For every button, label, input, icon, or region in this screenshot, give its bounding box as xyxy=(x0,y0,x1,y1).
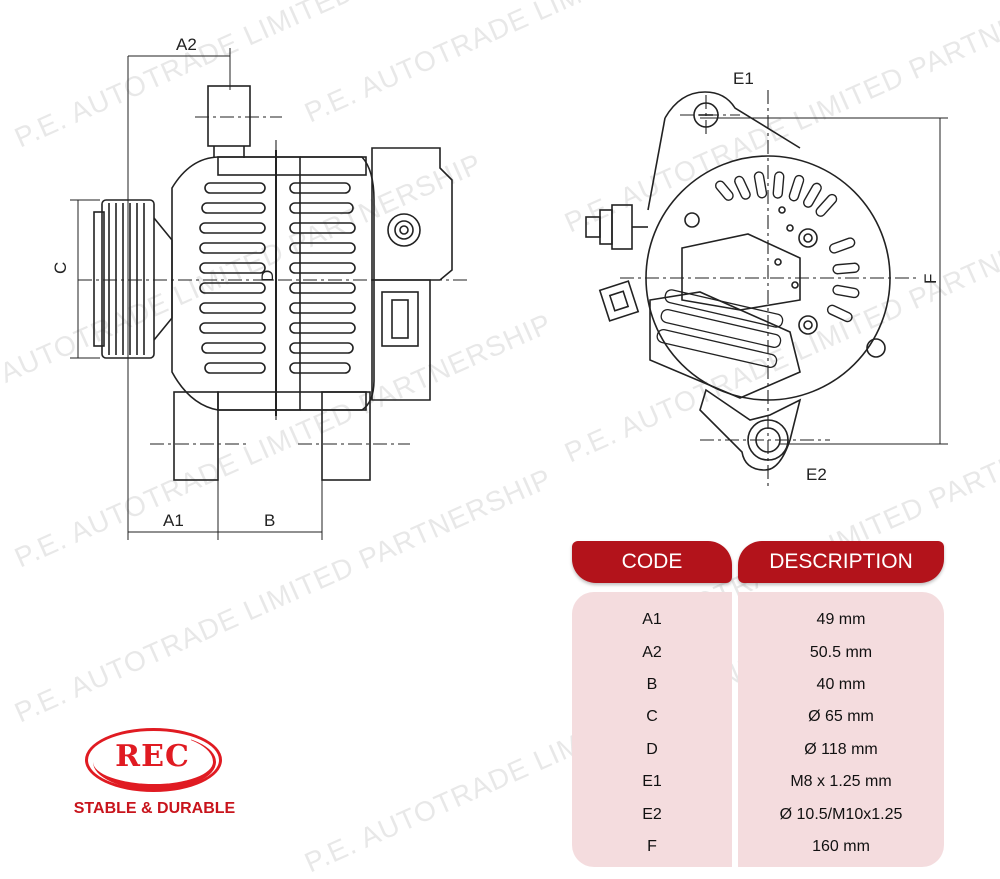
bottom-mount-ear-front xyxy=(173,391,219,481)
logo-ring xyxy=(85,728,222,792)
rear-housing xyxy=(300,156,375,411)
label-c: C xyxy=(51,262,70,274)
bolt-upper xyxy=(798,228,818,248)
code-list: A1 A2 B C D E1 E2 F xyxy=(572,604,732,863)
description-cell: 50.5 mm xyxy=(809,643,873,661)
code-header: CODE xyxy=(572,541,732,583)
description-cell: 40 mm xyxy=(816,675,866,693)
stud-terminal xyxy=(585,204,648,250)
label-a2: A2 xyxy=(176,35,197,54)
description-cell: M8 x 1.25 mm xyxy=(790,773,892,791)
description-cell: 49 mm xyxy=(816,611,866,629)
side-view xyxy=(70,48,470,540)
description-cell: Ø 118 mm xyxy=(804,740,878,758)
regulator xyxy=(681,233,801,311)
end-vents xyxy=(715,171,860,323)
end-view xyxy=(585,90,948,490)
code-cell: B xyxy=(646,675,658,693)
code-cell: A2 xyxy=(642,643,662,661)
code-cell: D xyxy=(646,740,658,758)
description-column-bg xyxy=(738,592,944,867)
code-cell: F xyxy=(647,837,657,855)
code-cell: E2 xyxy=(642,805,662,823)
description-cell: 160 mm xyxy=(812,837,870,855)
bottom-mount-ear-rear xyxy=(321,391,371,481)
label-d: D xyxy=(258,270,277,282)
label-f: F xyxy=(921,274,940,284)
code-cell: A1 xyxy=(642,611,662,629)
rectifier xyxy=(649,291,801,399)
bolt-lower xyxy=(798,315,818,335)
label-e1: E1 xyxy=(733,69,754,88)
logo-text: REC xyxy=(115,739,190,774)
top-bracket xyxy=(664,91,801,149)
b-terminal xyxy=(387,213,421,247)
label-e2: E2 xyxy=(806,465,827,484)
code-cell: E1 xyxy=(642,773,662,791)
description-header: DESCRIPTION xyxy=(738,541,944,583)
label-b: B xyxy=(264,511,275,530)
description-cell: Ø 10.5/M10x1.25 xyxy=(779,805,903,823)
rec-logo: REC xyxy=(85,728,222,792)
code-cell: C xyxy=(646,708,658,726)
end-plug xyxy=(598,280,640,322)
top-mount-ear xyxy=(207,85,251,147)
description-cell: Ø 65 mm xyxy=(808,708,874,726)
logo-tagline: STABLE & DURABLE xyxy=(73,800,236,817)
logo-swoosh xyxy=(93,734,216,790)
label-a1: A1 xyxy=(163,511,184,530)
plug-connector xyxy=(381,291,419,347)
code-column-bg xyxy=(572,592,732,867)
rear-cover xyxy=(371,147,453,281)
lower-bracket xyxy=(699,388,802,471)
pulley xyxy=(93,199,173,359)
vent-slots xyxy=(199,182,356,374)
description-list: 49 mm 50.5 mm 40 mm Ø 65 mm Ø 118 mm M8 … xyxy=(738,604,944,863)
